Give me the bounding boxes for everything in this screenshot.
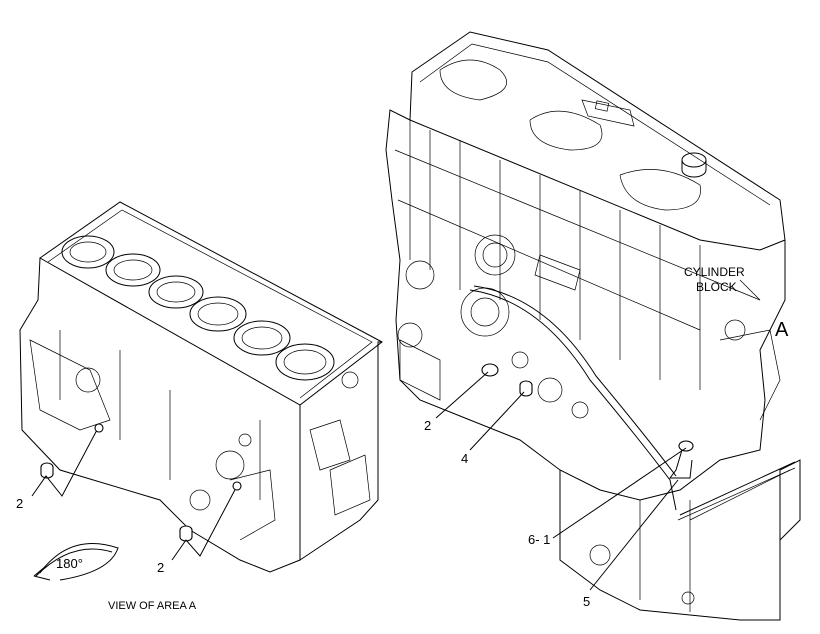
rotation-label: 180° <box>56 556 83 571</box>
leader-left-b <box>171 485 238 561</box>
callout-5: 5 <box>583 594 590 609</box>
leader-right-5 <box>589 479 679 591</box>
engine-assembly-right <box>385 31 801 621</box>
leader-left-a <box>31 427 99 497</box>
leader-right-6 <box>552 447 687 539</box>
cylinder-block-leader <box>739 279 761 301</box>
callout-2-right: 2 <box>424 418 431 433</box>
leader-right-4 <box>469 391 525 451</box>
callout-6-1: 6- 1 <box>528 532 550 547</box>
plug-part-left-a <box>40 462 54 479</box>
rotation-arrow-icon <box>33 543 119 581</box>
cylinder-block-label-line1: CYLINDER <box>684 265 745 279</box>
view-caption: VIEW OF AREA A <box>108 600 197 612</box>
leader-right-2 <box>435 371 489 419</box>
cylinder-block-label-line2: BLOCK <box>696 280 737 294</box>
cylinder-bores <box>61 235 335 381</box>
block-side-details <box>29 330 371 541</box>
callout-2-left-a: 2 <box>16 496 23 511</box>
area-marker: A <box>775 319 789 341</box>
callout-4: 4 <box>461 451 468 466</box>
callout-2-left-b: 2 <box>157 560 164 575</box>
plug-part-left-b <box>179 525 193 542</box>
cylinder-block-view-left <box>19 201 383 573</box>
